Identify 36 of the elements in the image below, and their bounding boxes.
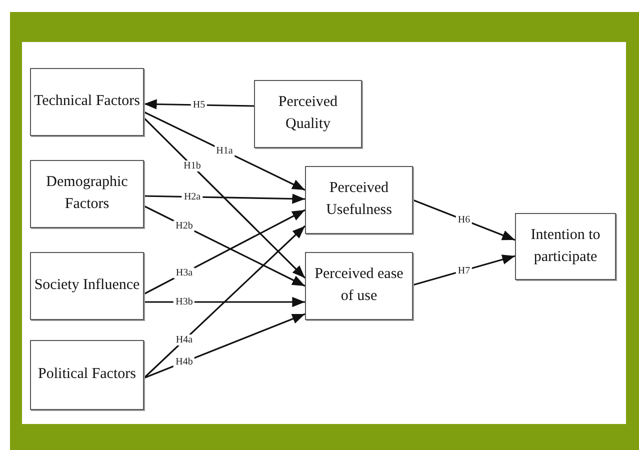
edge-label: H6: [456, 214, 472, 226]
construct-box: [305, 252, 413, 320]
construct-name: Intention to participate: [530, 226, 602, 266]
edge-label: H1b: [182, 160, 203, 172]
construct-name: Perceived ease of use: [314, 265, 404, 306]
construct-box: [30, 340, 144, 410]
edge-label: H3b: [174, 296, 195, 308]
construct-name: Demographic Factors: [45, 173, 129, 214]
construct-name: Society Influence: [34, 276, 140, 296]
edge-label: H4b: [174, 356, 195, 368]
arrow: [144, 194, 306, 204]
edge-label: H7: [456, 265, 472, 276]
construct-name: Political Factors: [38, 365, 136, 384]
construct-name: Perceived Usefulness: [325, 179, 393, 220]
arrow: [143, 117, 306, 279]
arrow: [144, 111, 306, 191]
arrow: [144, 313, 306, 379]
construct-box: [254, 80, 362, 148]
construct-box: [30, 160, 144, 228]
construct-box: [30, 68, 144, 136]
arrow: [144, 296, 305, 308]
construct-box: [30, 252, 144, 320]
arrow: [144, 99, 254, 110]
edge-label: H2b: [174, 220, 195, 232]
edge-label: H2a: [182, 191, 203, 202]
construct-box: [515, 213, 616, 280]
arrow: [143, 225, 306, 379]
arrow: [412, 254, 516, 286]
edge-label: H3a: [174, 268, 195, 278]
arrow: [412, 199, 516, 241]
edge-label: H5: [190, 100, 208, 110]
edge-label: H4a: [174, 334, 195, 346]
construct-name: Perceived Quality: [277, 93, 339, 134]
construct-box: [305, 166, 413, 234]
construct-name: Technical Factors: [34, 92, 140, 112]
edge-label: H1a: [214, 146, 235, 156]
